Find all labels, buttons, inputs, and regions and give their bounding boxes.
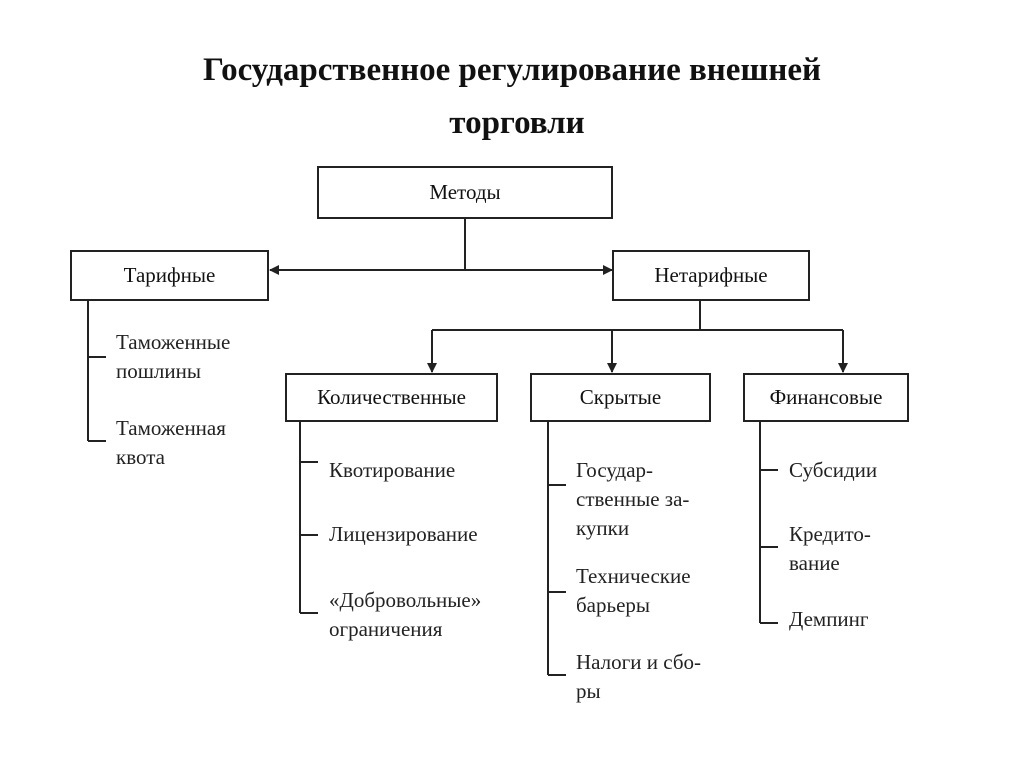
nontariff-box: Нетарифные [612,250,810,301]
hidden-item-government-purchases: Государ- ственные за- купки [576,458,690,540]
quantitative-box: Количественные [285,373,498,422]
financial-item-crediting: Кредито- вание [789,522,871,575]
page-title-line-1: Государственное регулирование внешней [202,52,821,88]
hidden-item-technical-barriers: Технические барьеры [576,564,691,617]
quantitative-item-voluntary-limits: «Добровольные» ограничения [329,588,482,641]
methods-box: Методы [317,166,613,219]
financial-box: Финансовые [743,373,909,422]
tariff-item-customs-duties: Таможенные пошлины [116,330,231,383]
hidden-box: Скрытые [530,373,711,422]
quantitative-item-licensing: Лицензирование [329,522,478,546]
financial-item-subsidies: Субсидии [789,458,878,482]
page-title-line-2: торговли [449,105,585,141]
quantitative-item-quotas: Квотирование [329,458,456,482]
hidden-item-taxes-fees: Налоги и сбо- ры [576,650,701,703]
financial-item-dumping: Демпинг [789,607,869,631]
tariff-item-customs-quota: Таможенная квота [116,416,226,469]
tariff-box: Тарифные [70,250,269,301]
